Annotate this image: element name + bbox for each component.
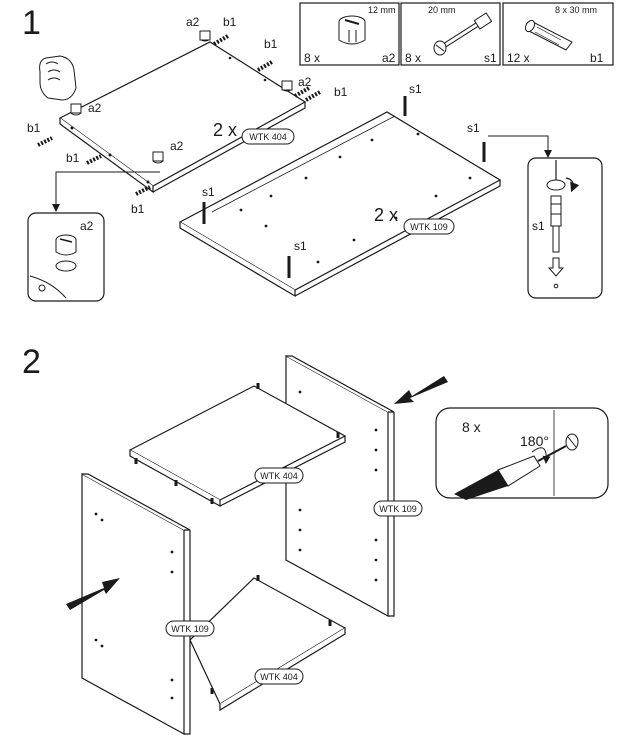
rotation-angle: 180° — [520, 433, 549, 449]
hand-icon — [39, 55, 77, 101]
push-arrow-left-panel — [66, 578, 120, 610]
label-s1: s1 — [202, 185, 215, 199]
panel-wtk-404-step1 — [37, 30, 321, 196]
part-tag-bottom-shelf: WTK 404 — [254, 668, 304, 685]
cam-lock-code: a2 — [382, 51, 396, 65]
label-a2: a2 — [298, 75, 312, 89]
detail-callout-cam-bolt: s1 — [527, 157, 603, 299]
svg-text:WTK 109: WTK 109 — [379, 504, 417, 514]
label-b1: b1 — [334, 85, 348, 99]
dowel-size: 8 x 30 mm — [555, 5, 597, 15]
cam-bolt-icon — [433, 12, 493, 56]
panel-109-quantity: 2 x — [374, 205, 398, 225]
label-b1: b1 — [223, 15, 237, 29]
label-a2: a2 — [186, 15, 200, 29]
detail-callout-cam-lock: a2 — [27, 212, 105, 302]
part-tag-right-panel: WTK 109 — [373, 500, 423, 517]
step1-fitting-labels: a2 b1 b1 a2 b1 a2 b1 b1 a2 b1 — [27, 15, 348, 216]
cam-bolt-size: 20 mm — [428, 5, 456, 15]
cam-bolt-count: 8 x — [405, 51, 421, 65]
label-a2: a2 — [170, 139, 184, 153]
step-2-number: 2 — [22, 343, 41, 381]
svg-text:WTK 404: WTK 404 — [260, 471, 298, 481]
dowel-code: b1 — [590, 51, 604, 65]
shelf-bottom — [189, 575, 347, 712]
svg-text:WTK 404: WTK 404 — [249, 132, 287, 142]
svg-text:WTK 404: WTK 404 — [260, 672, 298, 682]
side-panel-left — [81, 472, 191, 736]
label-s1: s1 — [467, 121, 480, 135]
dowel-fitting — [37, 34, 321, 196]
part-tag-left-panel: WTK 109 — [165, 620, 215, 637]
panel-404-quantity: 2 x — [213, 120, 237, 140]
screwdriver-icon — [546, 160, 566, 191]
hardware-box-cam-bolt: 20 mm 8 x s1 — [400, 2, 501, 66]
shelf-top — [128, 383, 347, 508]
label-a2: a2 — [88, 101, 102, 115]
panel-wtk-109-step1 — [178, 96, 502, 298]
side-panel-right — [285, 354, 395, 618]
cam-lock-count: 8 x — [304, 51, 320, 65]
cam-bolt-code: s1 — [484, 51, 497, 65]
detail-quantity: 8 x — [462, 419, 481, 435]
dowel-count: 12 x — [507, 51, 530, 65]
label-b1: b1 — [66, 151, 80, 165]
cam-lock-icon — [338, 15, 366, 45]
part-tag-top-shelf: WTK 404 — [254, 467, 304, 484]
step-1-number: 1 — [22, 4, 41, 42]
hardware-box-dowel: 8 x 30 mm 12 x b1 — [502, 2, 614, 66]
cam-bolt-icon — [565, 433, 579, 451]
cam-bolt-icon — [550, 195, 562, 253]
hardware-box-cam-lock: 12 mm 8 x a2 — [299, 2, 400, 66]
down-arrow-icon — [547, 257, 565, 277]
part-tag-wtk-404: WTK 404 — [241, 128, 295, 145]
cam-bolt-fitting — [202, 96, 486, 278]
label-b1: b1 — [27, 121, 41, 135]
label-s1: s1 — [409, 82, 422, 96]
push-arrow-right-panel — [394, 376, 448, 404]
cam-lock-fitting — [70, 30, 293, 164]
label-b1: b1 — [264, 37, 278, 51]
part-tag-wtk-109: WTK 109 — [403, 218, 455, 235]
label-b1: b1 — [131, 202, 145, 216]
label-s1: s1 — [294, 239, 307, 253]
detail-callout-tighten: 8 x 180° — [435, 407, 609, 500]
cam-lock-size: 12 mm — [368, 5, 396, 15]
svg-text:WTK 109: WTK 109 — [171, 624, 209, 634]
svg-text:WTK 109: WTK 109 — [410, 222, 448, 232]
detail-label-s1: s1 — [532, 219, 545, 233]
detail-label-a2: a2 — [80, 219, 94, 233]
step1-bolt-labels: s1 s1 s1 s1 — [202, 82, 480, 253]
wood-dowel-icon — [524, 19, 573, 51]
